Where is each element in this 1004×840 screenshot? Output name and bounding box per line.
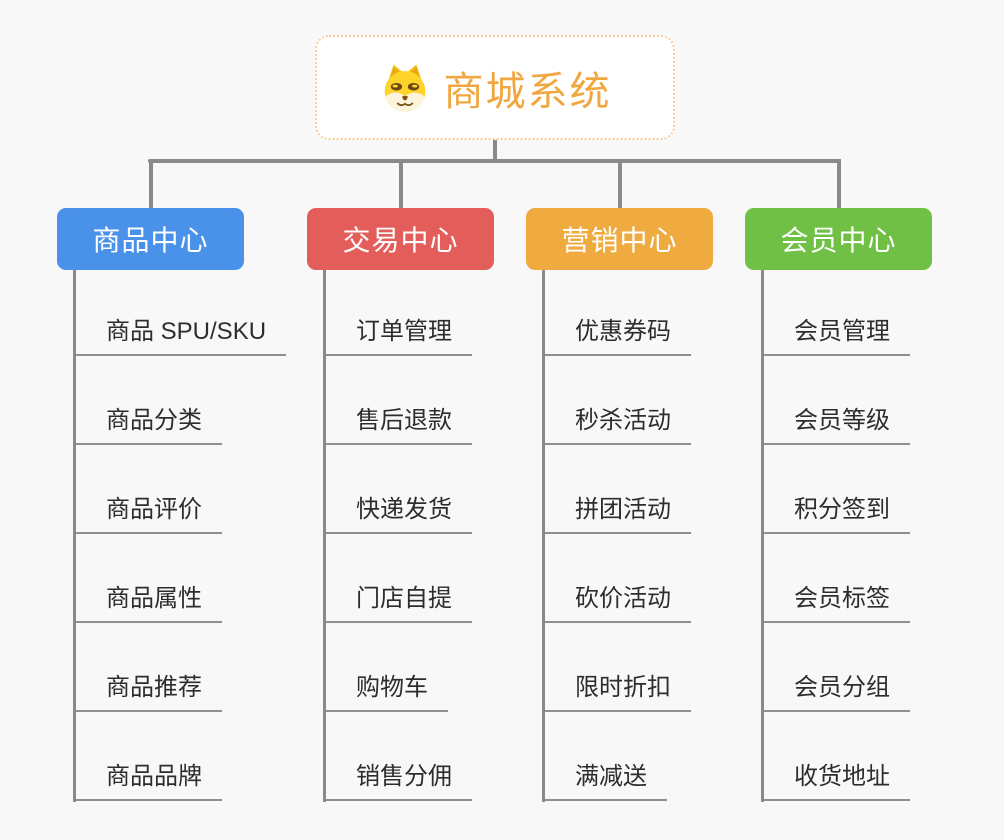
subtopic[interactable]: 订单管理 [326,317,472,356]
subtopic[interactable]: 会员管理 [764,317,910,356]
subtopic[interactable]: 会员标签 [764,584,910,623]
subtopic[interactable]: 秒杀活动 [545,406,691,445]
root-topic-title: 商城系统 [443,69,612,114]
subtopic[interactable]: 快递发货 [326,495,472,534]
subtopic[interactable]: 销售分佣 [326,762,472,801]
subtopic[interactable]: 收货地址 [764,762,910,801]
branch-header-1[interactable]: 商品中心 [57,208,244,270]
dog-face-icon [379,62,431,114]
connector-horizontal-bus [148,159,839,163]
subtopic[interactable]: 商品品牌 [76,762,222,801]
subtopic[interactable]: 满减送 [545,762,667,801]
subtopic[interactable]: 商品 SPU/SKU [76,317,287,356]
subtopic[interactable]: 商品分类 [76,406,222,445]
subtopic[interactable]: 拼团活动 [545,495,691,534]
branch-header-label: 交易中心 [342,225,459,256]
subtopic[interactable]: 砍价活动 [545,584,691,623]
subtopic[interactable]: 商品属性 [76,584,222,623]
branch-items-4: 会员管理会员等级积分签到会员标签会员分组收货地址 [761,270,910,802]
subtopic[interactable]: 商品推荐 [76,673,222,712]
branch-header-label: 商品中心 [92,225,209,256]
subtopic[interactable]: 会员等级 [764,406,910,445]
connector-drop-1 [148,159,153,208]
branch-items-2: 订单管理售后退款快递发货门店自提购物车销售分佣 [323,270,472,802]
root-topic[interactable]: 商城系统 [315,35,675,140]
subtopic[interactable]: 售后退款 [326,406,472,445]
subtopic[interactable]: 限时折扣 [545,673,691,712]
connector-root-stub [493,138,497,162]
connector-drop-3 [617,159,622,208]
subtopic[interactable]: 门店自提 [326,584,472,623]
branch-header-label: 会员中心 [780,225,897,256]
connector-drop-4 [836,159,841,208]
subtopic[interactable]: 优惠券码 [545,317,691,356]
branch-header-2[interactable]: 交易中心 [307,208,494,270]
connector-drop-2 [398,159,403,208]
subtopic[interactable]: 商品评价 [76,495,222,534]
subtopic[interactable]: 会员分组 [764,673,910,712]
subtopic[interactable]: 购物车 [326,673,448,712]
branch-items-1: 商品 SPU/SKU 商品分类商品评价商品属性商品推荐商品品牌 [73,270,287,802]
subtopic[interactable]: 积分签到 [764,495,910,534]
branch-header-3[interactable]: 营销中心 [526,208,713,270]
branch-header-label: 营销中心 [561,225,678,256]
branch-items-3: 优惠券码秒杀活动拼团活动砍价活动限时折扣满减送 [542,270,691,802]
branch-header-4[interactable]: 会员中心 [745,208,932,270]
